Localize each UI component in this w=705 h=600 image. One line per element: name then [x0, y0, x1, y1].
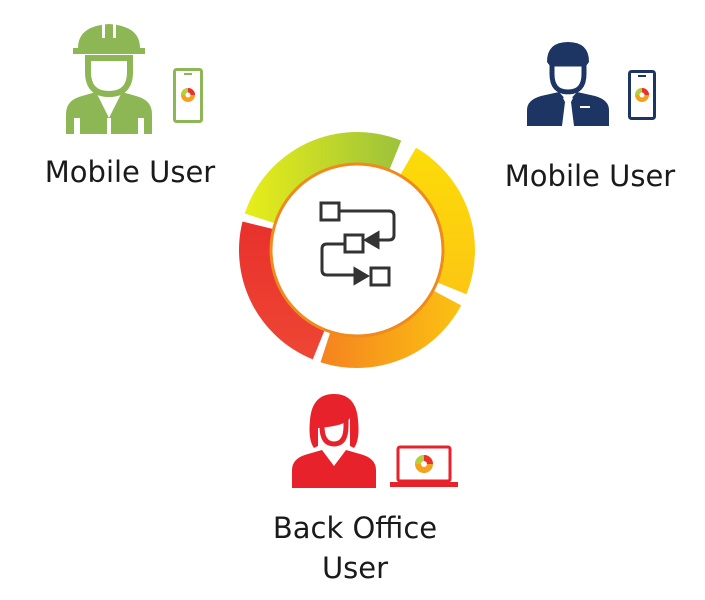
office-user-avatar-icon [292, 394, 376, 488]
center-circle [269, 162, 445, 338]
laptop-icon [390, 445, 458, 487]
field-worker-avatar-icon [66, 24, 152, 134]
label-line-1: Back Office [272, 511, 438, 545]
mobile-user-label-1: Mobile User [44, 155, 216, 189]
cycle-segment-top [244, 131, 402, 225]
phone-icon [628, 70, 656, 120]
business-user-avatar-icon [527, 42, 609, 126]
back-office-user-label: Back Office User [255, 508, 455, 588]
workflow-icon [319, 201, 396, 287]
label-line-2: User [321, 551, 389, 585]
mobile-user-label-2: Mobile User [504, 159, 676, 193]
phone-icon [173, 68, 203, 123]
